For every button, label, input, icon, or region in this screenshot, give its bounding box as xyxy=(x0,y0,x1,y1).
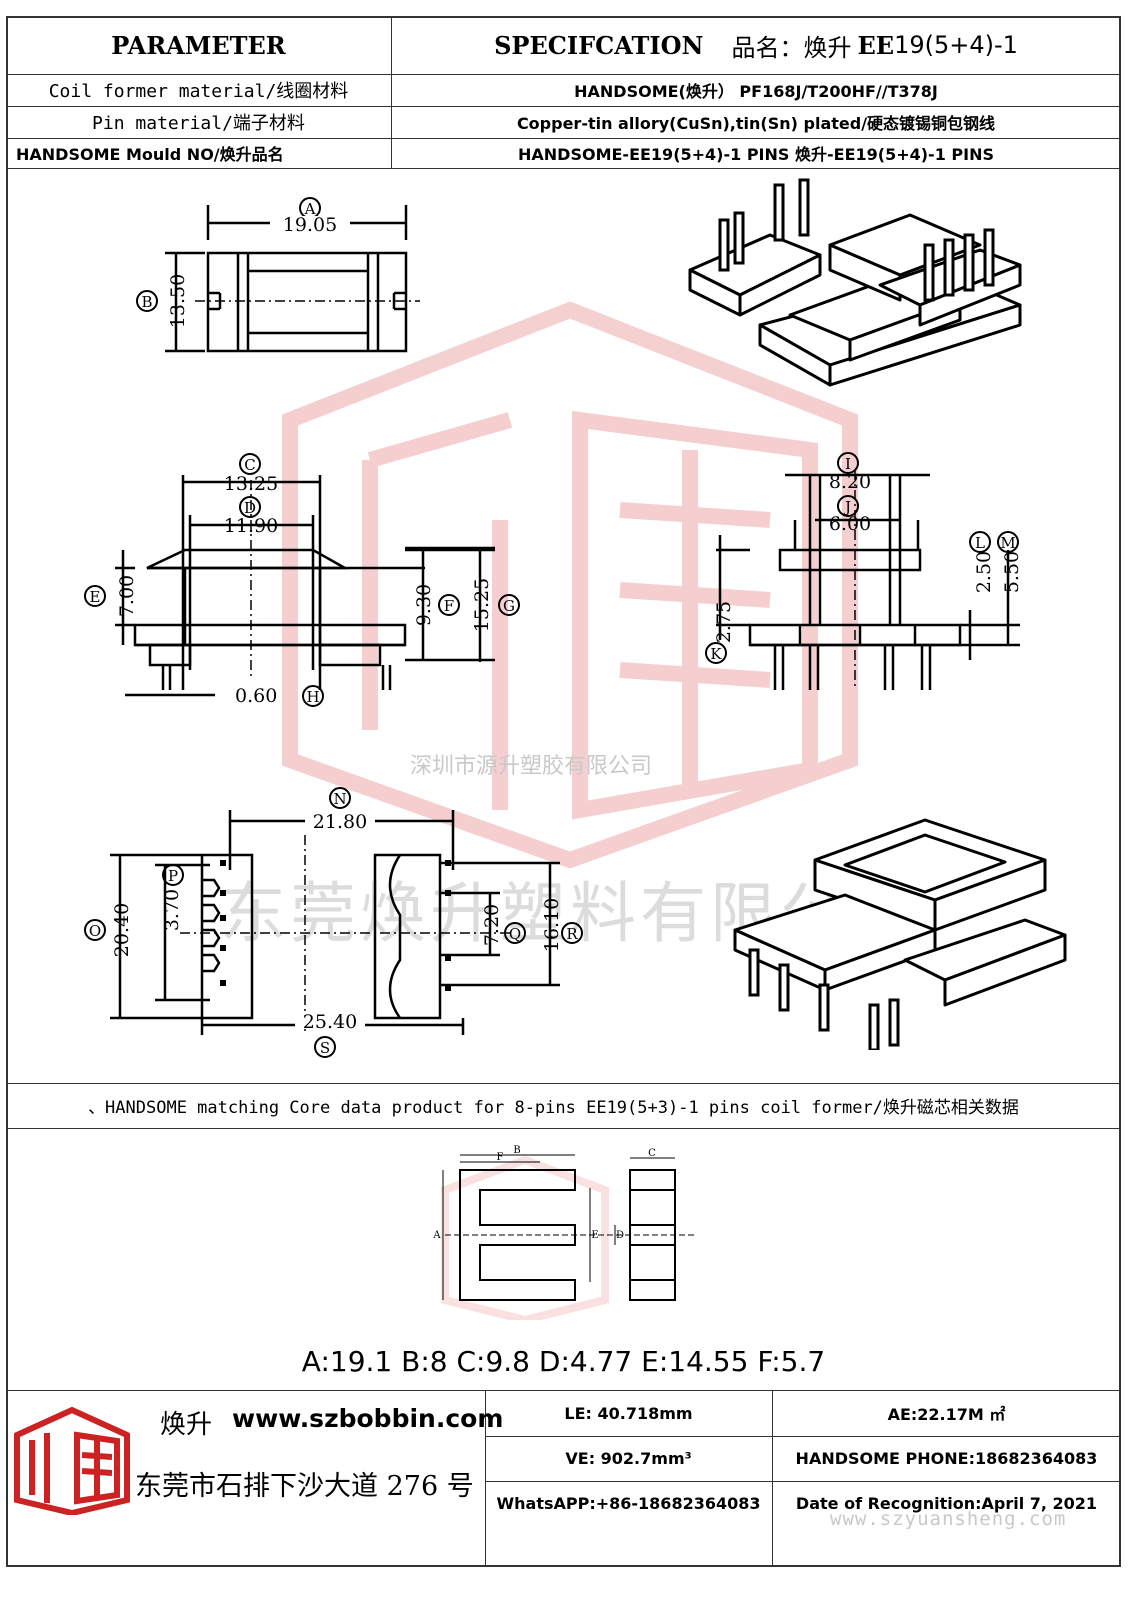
dim-letter-a: A xyxy=(304,200,316,218)
dim-s-value: 25.40 xyxy=(303,1011,357,1033)
top-view-drawing: A 19.05 B 13.50 xyxy=(136,197,420,353)
dim-letter-e: E xyxy=(90,588,101,606)
front-view-drawing: I 8.20 J 6.00 2.75 K 2.50 L 5.50 M xyxy=(705,452,1023,690)
product-name-label: 品名：焕升 xyxy=(731,33,852,62)
dim-letter-l: L xyxy=(975,534,985,552)
core-drawing: B F C A E D xyxy=(432,1145,695,1320)
dim-letter-k: K xyxy=(710,645,722,663)
dim-c-value: 13.25 xyxy=(224,473,278,495)
footer-phone: HANDSOME PHONE:18682364083 xyxy=(795,1449,1098,1468)
table-line xyxy=(6,74,1121,75)
footer-line xyxy=(485,1481,1121,1482)
dim-letter-r: R xyxy=(566,925,578,943)
dim-letter-n: N xyxy=(333,790,346,808)
dim-q-value: 7.20 xyxy=(481,904,503,946)
dim-d-value: 11.90 xyxy=(224,515,278,537)
parameter-header: PARAMETER xyxy=(111,30,286,60)
dim-letter-f: F xyxy=(444,597,454,615)
dim-m-value: 5.50 xyxy=(1001,551,1023,593)
watermark-logo xyxy=(282,301,858,869)
specification-title: SPECIFCATION xyxy=(494,30,704,60)
core-section-title: 、HANDSOME matching Core data product for… xyxy=(88,1098,1019,1118)
core-values: A:19.1 B:8 C:9.8 D:4.77 E:14.55 F:5.7 xyxy=(301,1344,826,1378)
table-line xyxy=(6,168,1121,169)
watermark-company-small: 深圳市源升塑胶有限公司 xyxy=(410,754,653,779)
dim-p-value: 3.70 xyxy=(161,889,183,931)
param-mould-no: HANDSOME Mould NO/焕升品名 xyxy=(16,145,284,164)
core-label-a: A xyxy=(432,1230,441,1241)
dim-letter-m: M xyxy=(1000,534,1015,552)
bottom-view-drawing: N 21.80 O 20.40 P 3.70 7.20 Q 16.10 R 25… xyxy=(84,787,583,1058)
dim-n-value: 21.80 xyxy=(313,811,367,833)
dim-letter-p: P xyxy=(168,867,178,885)
footer-address: 东莞市石排下沙大道 276 号 xyxy=(135,1471,474,1502)
dim-k-value: 2.75 xyxy=(713,601,735,643)
specification-header: SPECIFCATION 品名：焕升 EE 19(5+4)-1 xyxy=(391,16,1121,74)
param-pin-material: Pin material/端子材料 xyxy=(92,113,305,134)
dim-e-value: 7.00 xyxy=(116,575,138,617)
core-label-b: B xyxy=(513,1145,520,1156)
dim-b-value: 13.50 xyxy=(167,274,189,328)
footer-brand: 焕升 xyxy=(160,1410,213,1440)
dim-letter-j: J xyxy=(843,498,851,516)
footer-ve: VE: 902.7mm³ xyxy=(565,1449,692,1468)
dim-letter-q: Q xyxy=(509,925,521,943)
value-pin-material: Copper-tin allory(CuSn),tin(Sn) plated/硬… xyxy=(516,114,996,133)
footer-whatsapp: WhatsAPP:+86-18682364083 xyxy=(496,1493,761,1513)
dim-o-value: 20.40 xyxy=(111,903,133,957)
table-line xyxy=(6,138,1121,139)
value-mould-no: HANDSOME-EE19(5+4)-1 PINS 焕升-EE19(5+4)-1… xyxy=(518,145,994,164)
footer-line xyxy=(6,1390,1121,1391)
core-label-f: F xyxy=(497,1152,504,1163)
dim-l-value: 2.50 xyxy=(973,551,995,593)
dim-letter-i: I xyxy=(845,455,851,473)
product-model-rest: 19(5+4)-1 xyxy=(894,31,1018,59)
side-view-drawing: C 13.25 D 11.90 E 7.00 9.30 F 15.25 G 0.… xyxy=(84,453,520,707)
footer-line xyxy=(485,1436,1121,1437)
product-model-bold: EE xyxy=(857,30,895,60)
dim-j-value: 6.00 xyxy=(829,513,871,535)
document-frame xyxy=(6,16,1121,1567)
core-label-e: E xyxy=(591,1230,598,1241)
section-line xyxy=(6,1128,1121,1129)
footer-line xyxy=(485,1390,486,1567)
param-coil-former: Coil former material/线圈材料 xyxy=(48,81,349,102)
dim-a-value: 19.05 xyxy=(283,214,337,236)
dim-letter-o: O xyxy=(89,922,101,940)
isometric-bottom-drawing xyxy=(733,818,1067,1050)
core-label-d: D xyxy=(616,1230,624,1241)
dim-g-value: 15.25 xyxy=(471,578,493,632)
footer-website[interactable]: www.szbobbin.com xyxy=(232,1404,504,1433)
footer-le: LE: 40.718mm xyxy=(564,1403,693,1423)
footer-line xyxy=(772,1390,773,1567)
watermark-website: www.szyuansheng.com xyxy=(830,1508,1067,1530)
dim-h-value: 0.60 xyxy=(235,685,277,707)
value-coil-former: HANDSOME(焕升） PF168J/T200HF//T378J xyxy=(574,82,938,101)
section-line xyxy=(6,1083,1121,1084)
core-label-c: C xyxy=(648,1148,656,1159)
table-line xyxy=(391,16,392,168)
footer-ae: AE:22.17M ㎡ xyxy=(887,1405,1006,1424)
company-logo xyxy=(14,1406,130,1515)
isometric-view-drawing xyxy=(688,178,1022,387)
dim-letter-g: G xyxy=(503,597,515,615)
dim-letter-b: B xyxy=(141,293,152,311)
table-line xyxy=(6,106,1121,107)
dim-i-value: 8.20 xyxy=(829,471,871,493)
dim-r-value: 16.10 xyxy=(541,898,563,952)
dim-f-value: 9.30 xyxy=(413,584,435,626)
footer-date: Date of Recognition:April 7, 2021 xyxy=(795,1493,1098,1513)
dim-letter-h: H xyxy=(306,688,319,706)
dim-letter-c: C xyxy=(244,456,255,474)
dim-letter-s: S xyxy=(320,1039,330,1057)
dim-letter-d: D xyxy=(244,499,256,517)
